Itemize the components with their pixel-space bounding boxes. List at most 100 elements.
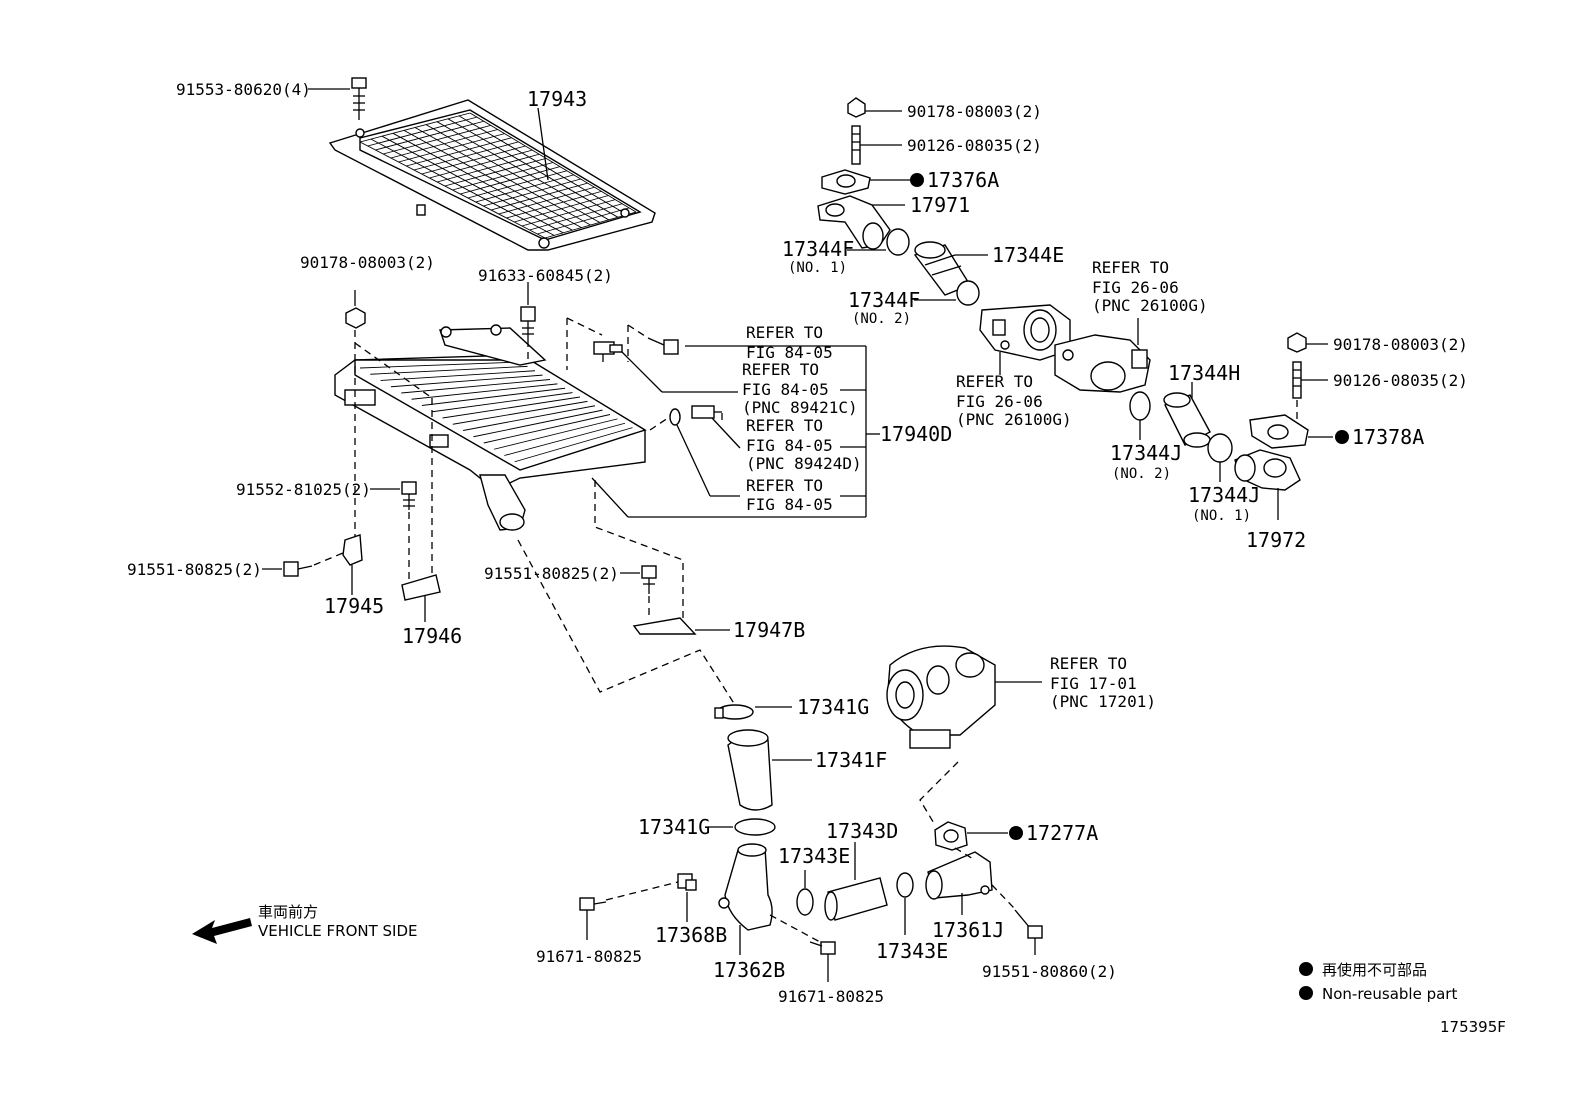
ref-fig26-06-b: REFER TO FIG 26-06 (PNC 26100G)	[1092, 258, 1208, 315]
label-91633-60845: 91633-60845(2)	[478, 266, 613, 285]
clamp-17343E-right-icon	[896, 872, 914, 898]
label-17947B: 17947B	[733, 618, 805, 642]
turbocharger-icon	[886, 645, 996, 749]
label-90178-08003-left: 90178-08003(2)	[300, 253, 435, 272]
front-label-jp: 車両前方	[258, 903, 318, 921]
label-17343D: 17343D	[826, 819, 898, 843]
label-17344J-no1: 17344J	[1188, 483, 1260, 507]
gasket-17378A-icon	[1249, 414, 1309, 449]
legend-text-jp: 再使用不可部品	[1322, 961, 1427, 979]
stud-90126-08035-right-icon	[1292, 361, 1302, 399]
pipe-17972-icon	[1234, 449, 1301, 491]
label-17341F: 17341F	[815, 748, 887, 772]
hose-17344H-icon	[1163, 392, 1211, 448]
gasket-17376A-icon	[821, 169, 871, 195]
ref-fig17-01: REFER TO FIG 17-01 (PNC 17201)	[1050, 654, 1156, 711]
label-17945: 17945	[324, 594, 384, 618]
bolt-91552-81025-icon	[401, 481, 417, 510]
vehicle-front-arrow-icon	[192, 918, 252, 944]
bolt-fig84-icon	[647, 337, 679, 355]
label-91552-81025: 91552-81025(2)	[236, 480, 371, 499]
label-91551-80860: 91551-80860(2)	[982, 962, 1117, 981]
label-17971: 17971	[910, 193, 970, 217]
nut-90178-08003-left-icon	[345, 290, 366, 329]
bracket-17946-icon	[401, 574, 441, 601]
bolt-91551-80825-left-icon	[283, 561, 313, 577]
label-17943: 17943	[527, 87, 587, 111]
label-17277A: 17277A	[1026, 821, 1098, 845]
label-17344F-no2: 17344F	[848, 288, 920, 312]
hose-17343D-icon	[824, 877, 888, 921]
clamp-17343E-left-icon	[796, 888, 814, 916]
label-17362B: 17362B	[713, 958, 785, 982]
clamp-17344J-no2-icon	[1129, 391, 1151, 421]
label-17368B: 17368B	[655, 923, 727, 947]
label-17344E: 17344E	[992, 243, 1064, 267]
label-91553-80620: 91553-80620(4)	[176, 80, 311, 99]
label-90126-08035-mid: 90126-08035(2)	[907, 136, 1042, 155]
hose-17341F-icon	[727, 729, 773, 811]
ref-fig84-05-c: REFER TO FIG 84-05 (PNC 89424D)	[746, 416, 862, 473]
gasket-17277A-icon	[934, 821, 968, 851]
bracket-17947B-icon	[632, 617, 697, 635]
legend-dot-2-icon	[1299, 986, 1313, 1000]
clamp-17341G-bottom-icon	[734, 818, 776, 836]
label-91551-80825-left: 91551-80825(2)	[127, 560, 262, 579]
label-17341G-top: 17341G	[797, 695, 869, 719]
non-reusable-dot-17378A	[1335, 430, 1349, 444]
label-17344J-no2-sub: (NO. 2)	[1112, 466, 1171, 482]
label-17940D: 17940D	[880, 422, 952, 446]
bracket-17368B-icon	[677, 873, 697, 891]
grille-cover-17943	[328, 99, 656, 251]
clamp-17344J-no1-icon	[1207, 433, 1233, 463]
ref-fig84-05-a: REFER TO FIG 84-05	[746, 323, 833, 362]
pipe-17971-icon	[817, 195, 891, 250]
label-17344F-no2-sub: (NO. 2)	[852, 311, 911, 327]
bolt-91671-80825-left-icon	[579, 897, 607, 911]
sensor-89424D-icon	[669, 405, 722, 426]
front-label-en: VEHICLE FRONT SIDE	[258, 922, 418, 940]
bolt-91551-80860-icon	[1014, 909, 1043, 939]
throttle-body-a-icon	[979, 304, 1071, 361]
label-17341G-bottom: 17341G	[638, 815, 710, 839]
clamp-17344F-no2-icon	[956, 280, 980, 306]
ref-fig84-05-b: REFER TO FIG 84-05 (PNC 89421C)	[742, 360, 858, 417]
label-17344J-no1-sub: (NO. 1)	[1192, 508, 1251, 524]
label-17344F-no1: 17344F	[782, 237, 854, 261]
nut-90178-08003-mid-icon	[847, 97, 866, 118]
label-90178-08003-mid: 90178-08003(2)	[907, 102, 1042, 121]
stud-90126-08035-mid-icon	[851, 125, 861, 165]
clamp-17341G-top-icon	[714, 704, 754, 720]
label-91551-80825-right: 91551-80825(2)	[484, 564, 619, 583]
label-17344J-no2: 17344J	[1110, 441, 1182, 465]
bolt-91551-80825-right-icon	[641, 565, 657, 594]
non-reusable-dot-17277A	[1009, 826, 1023, 840]
bracket-17945-icon	[342, 534, 363, 566]
ref-fig26-06-a: REFER TO FIG 26-06 (PNC 26100G)	[956, 372, 1072, 429]
label-90126-08035-right: 90126-08035(2)	[1333, 371, 1468, 390]
ref-fig84-05-d: REFER TO FIG 84-05	[746, 476, 833, 514]
bolt-91553-80620-icon	[351, 77, 367, 120]
non-reusable-dot-17376A	[910, 173, 924, 187]
bolt-91633-60845-icon	[520, 282, 536, 340]
label-17343E-right: 17343E	[876, 939, 948, 963]
label-91671-80825-left: 91671-80825	[536, 947, 642, 966]
intercooler-17940D	[334, 324, 647, 531]
legend-dot-1-icon	[1299, 962, 1313, 976]
legend-text-en: Non-reusable part	[1322, 985, 1457, 1003]
clamp-17344F-no1-icon	[886, 228, 910, 256]
sensor-89421C-icon	[593, 341, 623, 362]
label-17946: 17946	[402, 624, 462, 648]
bolt-91671-80825-right-icon	[809, 941, 836, 955]
elbow-17362B-icon	[718, 843, 773, 931]
label-91671-80825-right: 91671-80825	[778, 987, 884, 1006]
nut-90178-08003-right-icon	[1287, 332, 1307, 353]
label-90178-08003-right: 90178-08003(2)	[1333, 335, 1468, 354]
label-17344F-no1-sub: (NO. 1)	[788, 260, 847, 276]
throttle-body-b-icon	[1054, 334, 1151, 393]
label-17972: 17972	[1246, 528, 1306, 552]
label-17378A: 17378A	[1352, 425, 1424, 449]
label-17376A: 17376A	[927, 168, 999, 192]
label-17361J: 17361J	[932, 918, 1004, 942]
pipe-17361J-icon	[925, 851, 993, 900]
